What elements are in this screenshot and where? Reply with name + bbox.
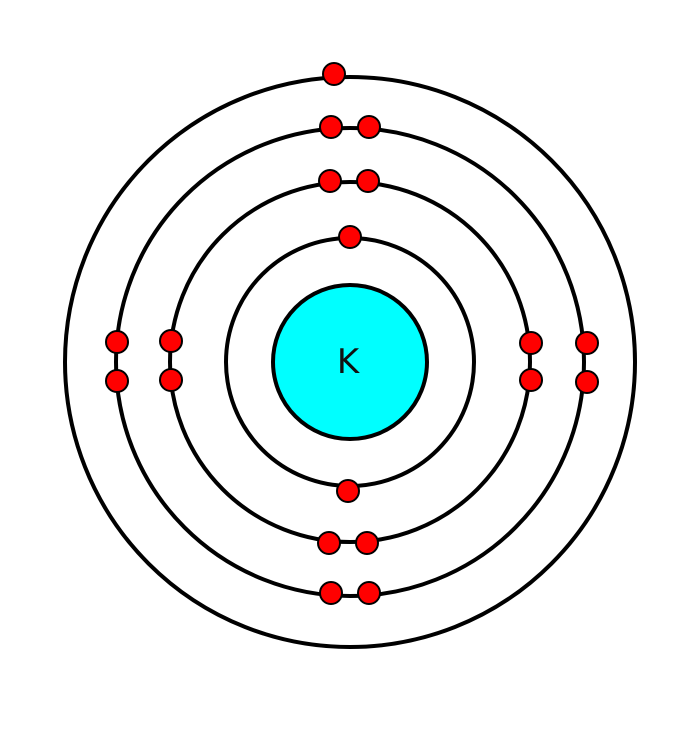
electron-shell2-2 bbox=[356, 169, 380, 193]
nucleus bbox=[271, 283, 429, 441]
electron-shell3-1 bbox=[319, 115, 343, 139]
electrons bbox=[105, 62, 599, 605]
electron-shell3-2 bbox=[357, 115, 381, 139]
electron-shell3-3 bbox=[105, 330, 129, 354]
electron-shell3-5 bbox=[575, 331, 599, 355]
electron-shell3-4 bbox=[105, 369, 129, 393]
electron-shell2-5 bbox=[519, 331, 543, 355]
shell-3 bbox=[114, 126, 586, 598]
electron-shell3-8 bbox=[357, 581, 381, 605]
electron-shell2-8 bbox=[355, 531, 379, 555]
electron-shell2-3 bbox=[159, 329, 183, 353]
shell-4 bbox=[63, 75, 637, 649]
electron-shell2-1 bbox=[318, 169, 342, 193]
electron-shell1-1 bbox=[338, 225, 362, 249]
element-symbol: K bbox=[337, 342, 361, 382]
electron-shell2-6 bbox=[519, 368, 543, 392]
electron-shell4-1 bbox=[322, 62, 346, 86]
electron-shell3-7 bbox=[319, 581, 343, 605]
electron-shell3-6 bbox=[575, 370, 599, 394]
shell-2 bbox=[168, 180, 532, 544]
electron-shell2-4 bbox=[159, 368, 183, 392]
electron-shell2-7 bbox=[317, 531, 341, 555]
electron-shell1-2 bbox=[336, 479, 360, 503]
